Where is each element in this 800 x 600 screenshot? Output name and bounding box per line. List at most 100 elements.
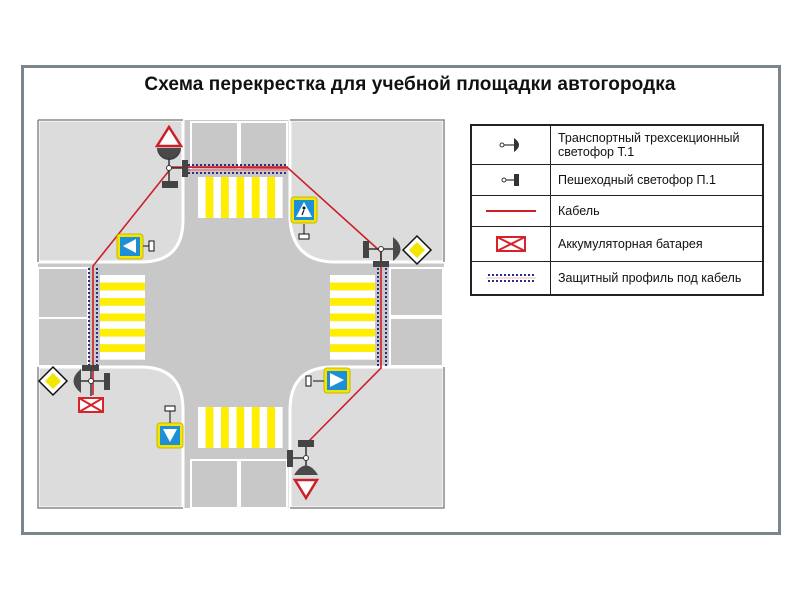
crosswalk-stripe	[100, 305, 145, 314]
crosswalk-stripe	[275, 407, 283, 448]
crosswalk-stripe	[330, 290, 375, 299]
traffic-light-north-east[interactable]	[363, 237, 401, 267]
pedestrian-crossing-sign-south-west	[156, 405, 184, 449]
crosswalk-south	[198, 407, 283, 448]
crosswalk-stripe	[330, 321, 375, 329]
legend-row: Транспортный трехсекционный светофор Т.1	[470, 124, 764, 165]
crosswalk-stripe	[236, 177, 245, 218]
pedestrian-traffic-light-icon	[104, 373, 110, 390]
legend-symbol	[470, 124, 551, 165]
crosswalk-stripe	[330, 344, 375, 352]
crosswalk-stripe	[244, 177, 252, 218]
crosswalk-stripe	[205, 407, 214, 448]
crosswalk-stripe	[330, 352, 375, 360]
pedestrian-crossing-sign-south-east	[305, 367, 351, 394]
crosswalk-stripe	[267, 407, 275, 448]
crosswalk-stripe	[100, 290, 145, 299]
crosswalk-north	[198, 177, 283, 218]
crosswalk-stripe	[198, 407, 206, 448]
legend-label: Пешеходный светофор П.1	[550, 164, 764, 196]
legend-symbol	[470, 261, 551, 296]
protective-profile-north	[184, 164, 288, 174]
lane-block	[190, 459, 239, 509]
page-title: Схема перекрестка для учебной площадки а…	[144, 74, 676, 95]
crosswalk-stripe	[275, 177, 283, 218]
crosswalk-stripe	[221, 407, 229, 448]
legend-row: Кабель	[470, 195, 764, 227]
main-road-sign-south-west	[37, 365, 69, 397]
crosswalk-east	[330, 275, 375, 360]
crosswalk-stripe	[259, 177, 268, 218]
crosswalk-stripe	[244, 407, 252, 448]
main-road-sign-north-east	[401, 234, 433, 266]
pedestrian-traffic-light-icon	[363, 241, 369, 258]
crosswalk-stripe	[100, 352, 145, 360]
crosswalk-stripe	[213, 177, 222, 218]
crosswalk-stripe	[213, 407, 222, 448]
crosswalk-stripe	[100, 336, 145, 345]
crosswalk-stripe	[236, 407, 245, 448]
crosswalk-stripe	[205, 177, 214, 218]
legend-row: Защитный профиль под кабель	[470, 261, 764, 296]
give-way-sign-south-east	[292, 478, 320, 501]
corner-block-north-west	[36, 118, 185, 264]
crosswalk-stripe	[330, 328, 375, 337]
pedestrian-traffic-light-icon	[501, 174, 519, 186]
crosswalk-stripe	[251, 407, 260, 448]
pedestrian-traffic-light-icon	[182, 160, 188, 177]
cable-line	[92, 166, 173, 395]
crosswalk-stripe	[221, 177, 229, 218]
lane-block	[239, 121, 288, 171]
vehicle-traffic-light-icon	[393, 237, 401, 261]
crosswalk-stripe	[251, 177, 260, 218]
lane-block	[239, 459, 288, 509]
legend-symbol	[470, 226, 551, 262]
crosswalk-stripe	[330, 336, 375, 345]
lane-block	[389, 317, 444, 367]
crosswalk-stripe	[100, 321, 145, 329]
legend-symbol	[470, 164, 551, 196]
crosswalk-stripe	[198, 177, 206, 218]
battery-box-icon	[496, 236, 526, 252]
crosswalk-stripe	[100, 275, 145, 283]
crosswalk-stripe	[228, 407, 237, 448]
crosswalk-stripe	[100, 313, 145, 322]
legend-symbol	[470, 195, 551, 227]
legend-row: Аккумуляторная батарея	[470, 226, 764, 262]
traffic-light-south-west[interactable]	[73, 365, 111, 396]
give-way-sign-north-west	[154, 124, 184, 148]
crosswalk-stripe	[259, 407, 268, 448]
legend-label: Транспортный трехсекционный светофор Т.1	[550, 124, 764, 165]
legend-table: Транспортный трехсекционный светофор Т.1…	[470, 124, 764, 296]
crosswalk-stripe	[100, 344, 145, 352]
pedestrian-crossing-sign-north-west	[116, 233, 155, 260]
corner-block-north-east	[288, 118, 446, 264]
crosswalk-stripe	[330, 282, 375, 291]
crosswalk-stripe	[100, 298, 145, 306]
battery-box-icon	[78, 397, 104, 413]
lane-block	[389, 267, 444, 317]
legend-row: Пешеходный светофор П.1	[470, 164, 764, 196]
pedestrian-traffic-light-icon	[287, 450, 293, 467]
legend-label: Защитный профиль под кабель	[550, 261, 764, 296]
crosswalk-stripe	[228, 177, 237, 218]
crosswalk-stripe	[330, 305, 375, 314]
crosswalk-stripe	[100, 282, 145, 291]
vehicle-traffic-light-icon	[294, 465, 318, 475]
crosswalk-stripe	[330, 275, 375, 283]
protective-profile-icon	[486, 274, 536, 282]
protective-profile-east	[377, 266, 387, 368]
legend-label: Кабель	[550, 195, 764, 227]
protective-profile-west	[88, 266, 98, 368]
vehicle-traffic-light-icon	[73, 369, 81, 393]
traffic-light-north-west[interactable]	[157, 148, 188, 188]
crosswalk-stripe	[267, 177, 275, 218]
traffic-light-south-east[interactable]	[287, 440, 318, 475]
lane-block	[37, 267, 89, 319]
crosswalk-stripe	[330, 313, 375, 322]
cable-line-icon	[486, 210, 536, 212]
corner-block-south-west	[36, 365, 185, 510]
lane-block	[37, 317, 89, 367]
crosswalk-stripe	[330, 298, 375, 306]
